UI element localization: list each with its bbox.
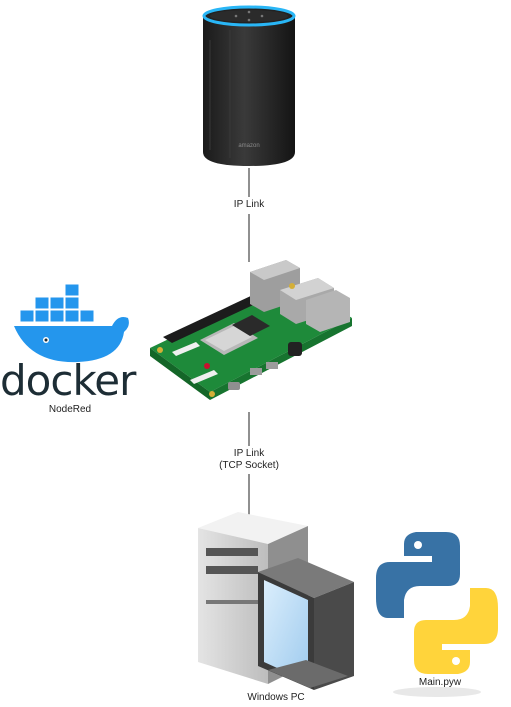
python-node-label: Main.pyw (418, 677, 462, 688)
docker-node-label: NodeRed (48, 404, 92, 415)
pc-node-label: Windows PC (247, 692, 305, 703)
bottom-link-label-line1: IP Link (233, 448, 265, 459)
docker-logo-text: docker (0, 356, 136, 405)
svg-text:amazon: amazon (238, 143, 259, 149)
bottom-link-label-line2: (TCP Socket) (219, 460, 279, 471)
top-link-label: IP Link (233, 199, 265, 210)
